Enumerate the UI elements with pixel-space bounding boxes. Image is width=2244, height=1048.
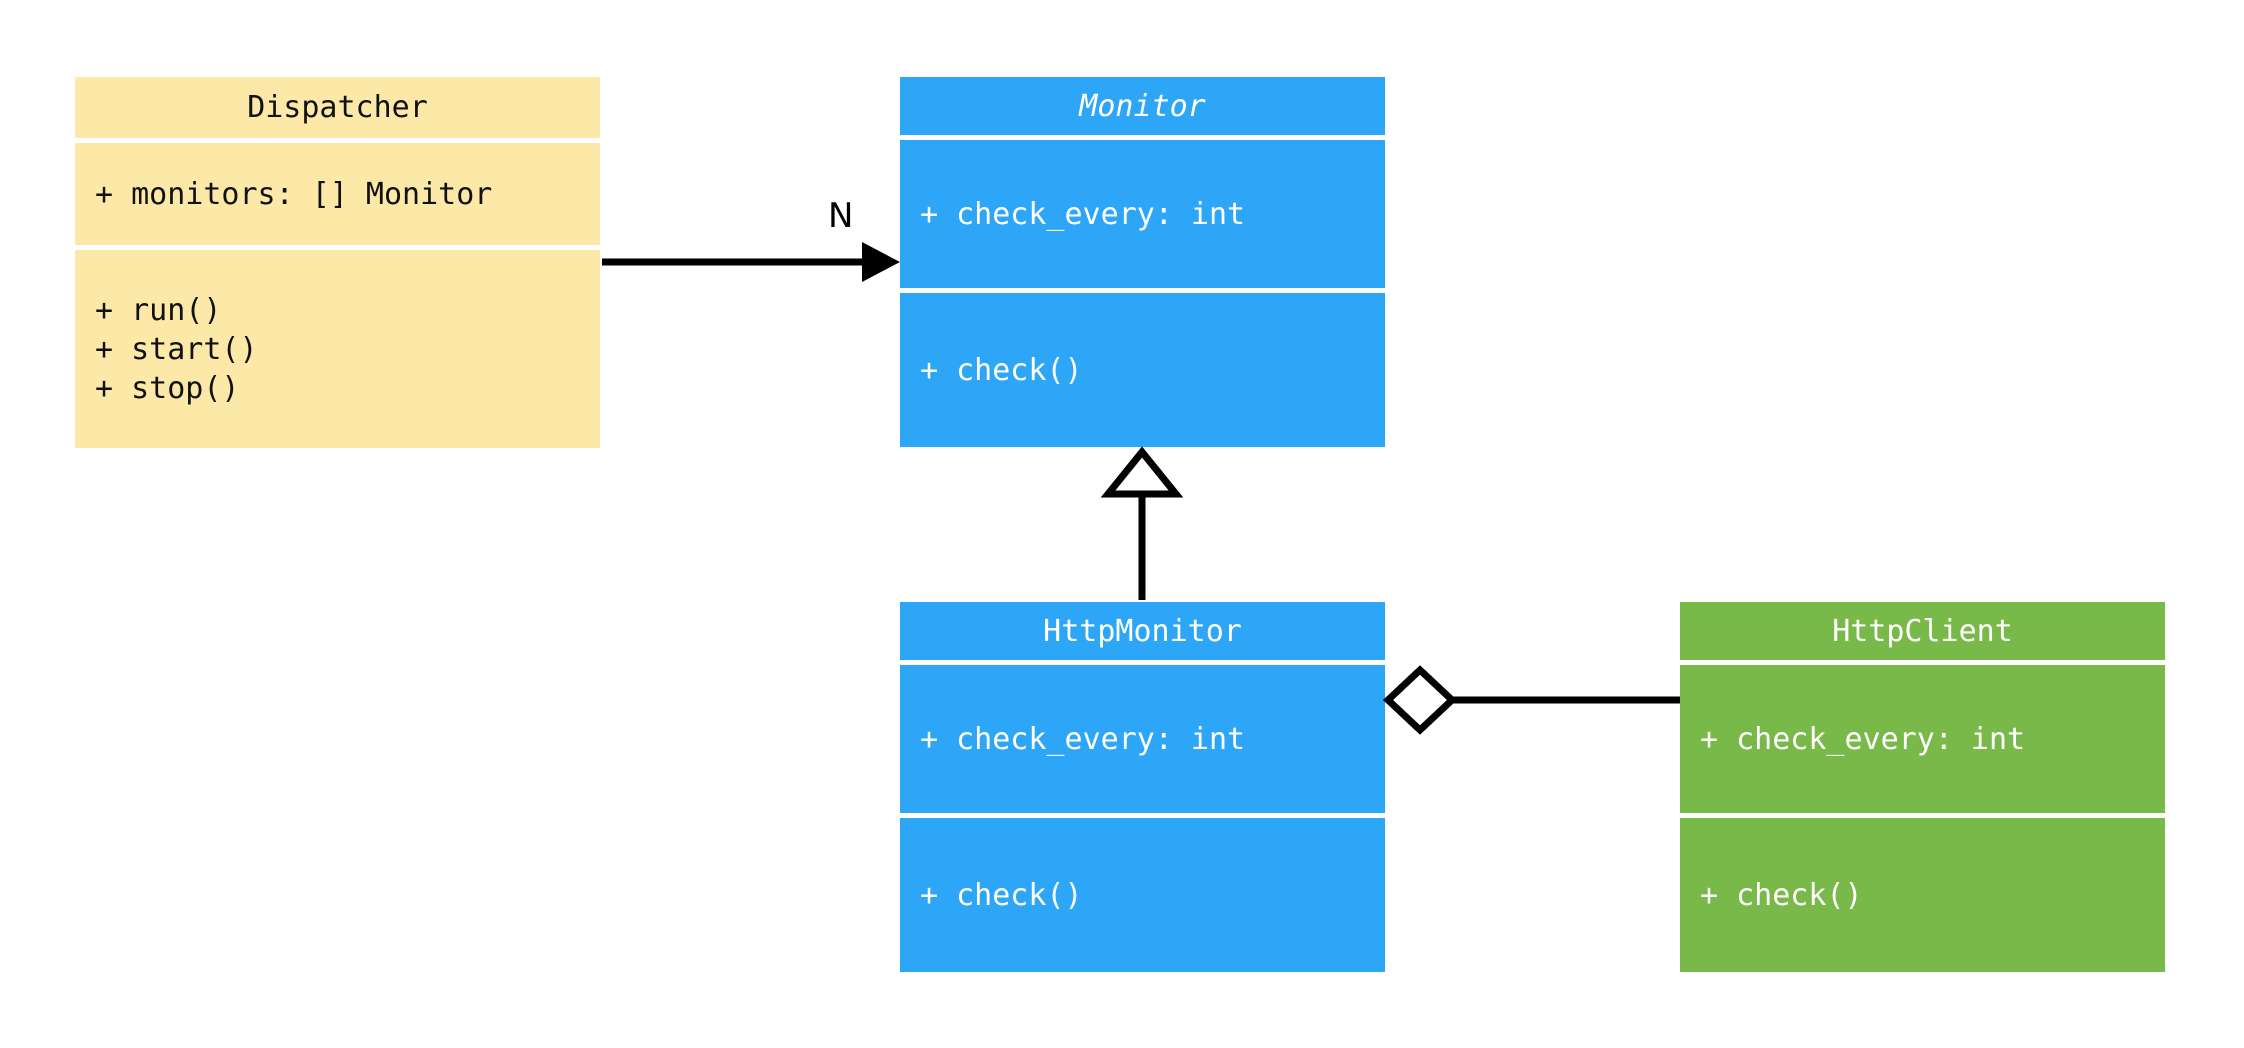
class-methods-dispatcher: + run() + start() + stop() — [75, 250, 600, 448]
aggregation-http-monitor-to-http-client — [1382, 665, 1680, 735]
hollow-triangle-icon — [1100, 446, 1184, 498]
class-methods-http-client: + check() — [1680, 818, 2165, 972]
method-row: + start() — [95, 331, 258, 367]
edge-label-multiplicity-n: N — [828, 196, 854, 236]
class-title-http-client: HttpClient — [1680, 602, 2165, 660]
class-box-dispatcher[interactable]: Dispatcher + monitors: [] Monitor + run(… — [75, 77, 600, 448]
class-attributes-http-monitor: + check_every: int — [900, 665, 1385, 813]
method-row: + stop() — [95, 370, 240, 406]
method-row: + check() — [920, 352, 1083, 388]
class-attributes-monitor: + check_every: int — [900, 140, 1385, 288]
attribute-row: + check_every: int — [920, 721, 1246, 757]
class-box-http-monitor[interactable]: HttpMonitor + check_every: int + check() — [900, 602, 1385, 972]
method-row: + run() — [95, 292, 222, 328]
class-attributes-dispatcher: + monitors: [] Monitor — [75, 143, 600, 245]
class-title-http-monitor: HttpMonitor — [900, 602, 1385, 660]
association-dispatcher-to-monitor — [602, 242, 900, 282]
class-title-monitor: Monitor — [900, 77, 1385, 135]
class-title-dispatcher: Dispatcher — [75, 77, 600, 138]
generalization-http-monitor-to-monitor — [1100, 446, 1184, 600]
method-row: + check() — [1700, 877, 1863, 913]
class-attributes-http-client: + check_every: int — [1680, 665, 2165, 813]
class-methods-http-monitor: + check() — [900, 818, 1385, 972]
class-box-monitor[interactable]: Monitor + check_every: int + check() — [900, 77, 1385, 447]
hollow-diamond-icon — [1382, 665, 1458, 735]
attribute-row: + check_every: int — [920, 196, 1246, 232]
attribute-row: + monitors: [] Monitor — [95, 176, 493, 212]
attribute-row: + check_every: int — [1700, 721, 2026, 757]
class-box-http-client[interactable]: HttpClient + check_every: int + check() — [1680, 602, 2165, 972]
filled-arrowhead-icon — [862, 242, 900, 282]
method-row: + check() — [920, 877, 1083, 913]
class-methods-monitor: + check() — [900, 293, 1385, 447]
